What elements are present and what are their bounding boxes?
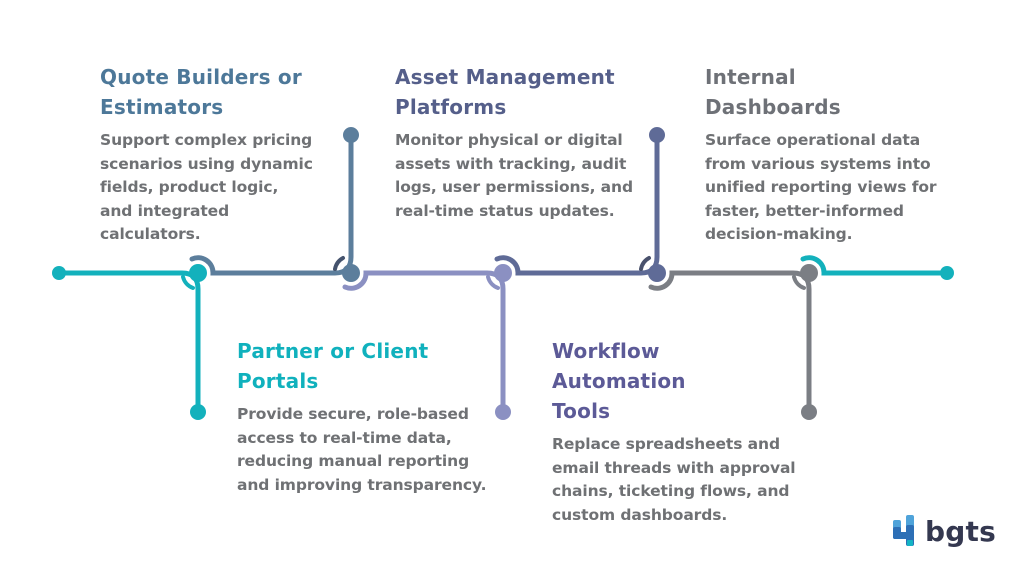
item-title-partner-portals: Partner or Client Portals	[237, 339, 429, 393]
item-description-quote-builders: Support complex pricing scenarios using …	[100, 131, 313, 243]
decorative-arc-node5	[792, 275, 806, 290]
bgts-logo-text: bgts	[925, 515, 996, 548]
item-title-quote-builders: Quote Builders or Estimators	[100, 65, 302, 119]
logo-teal-accent	[907, 540, 913, 546]
bgts-logo: bgts	[893, 515, 996, 549]
item-partner-portals: Partner or Client Portals Provide secure…	[237, 336, 487, 497]
branch-dot-partner-portals	[190, 404, 206, 420]
item-description-workflow-automation: Replace spreadsheets and email threads w…	[552, 435, 796, 524]
timeline-node-2	[342, 264, 360, 282]
item-title-asset-management: Asset Management Platforms	[395, 65, 615, 119]
branch-dot-quote-builders	[343, 127, 359, 143]
timeline-segment-steel	[189, 140, 354, 276]
timeline-segment-slate	[494, 140, 660, 276]
item-description-asset-management: Monitor physical or digital assets with …	[395, 131, 633, 220]
decorative-arc-node3	[486, 275, 500, 290]
timeline-end-dot	[940, 266, 954, 280]
branch-dot-workflow-automation	[495, 404, 511, 420]
timeline-segment-lavender	[342, 270, 506, 407]
decorative-arc-node2	[333, 256, 345, 271]
item-asset-management: Asset Management Platforms Monitor physi…	[395, 62, 635, 223]
timeline-node-4	[648, 264, 666, 282]
timeline-segment-gray	[648, 270, 812, 407]
item-title-workflow-automation: Workflow Automation Tools	[552, 339, 686, 423]
item-internal-dashboards: Internal Dashboards Surface operational …	[705, 62, 963, 247]
bgts-logo-icon	[893, 515, 914, 546]
item-description-partner-portals: Provide secure, role-based access to rea…	[237, 405, 487, 494]
item-workflow-automation: Workflow Automation Tools Replace spread…	[552, 336, 800, 527]
decorative-arc-node1	[181, 275, 195, 290]
branch-dot-asset-management	[649, 127, 665, 143]
branch-dot-internal-dashboards	[801, 404, 817, 420]
timeline-node-5	[800, 264, 818, 282]
timeline-node-3	[494, 264, 512, 282]
item-title-internal-dashboards: Internal Dashboards	[705, 65, 841, 119]
timeline-segment-teal-end	[800, 255, 943, 276]
decorative-arc-node4	[639, 256, 651, 271]
timeline-node-1	[189, 264, 207, 282]
item-description-internal-dashboards: Surface operational data from various sy…	[705, 131, 937, 243]
timeline-segment-teal	[56, 270, 201, 407]
item-quote-builders: Quote Builders or Estimators Support com…	[100, 62, 315, 247]
